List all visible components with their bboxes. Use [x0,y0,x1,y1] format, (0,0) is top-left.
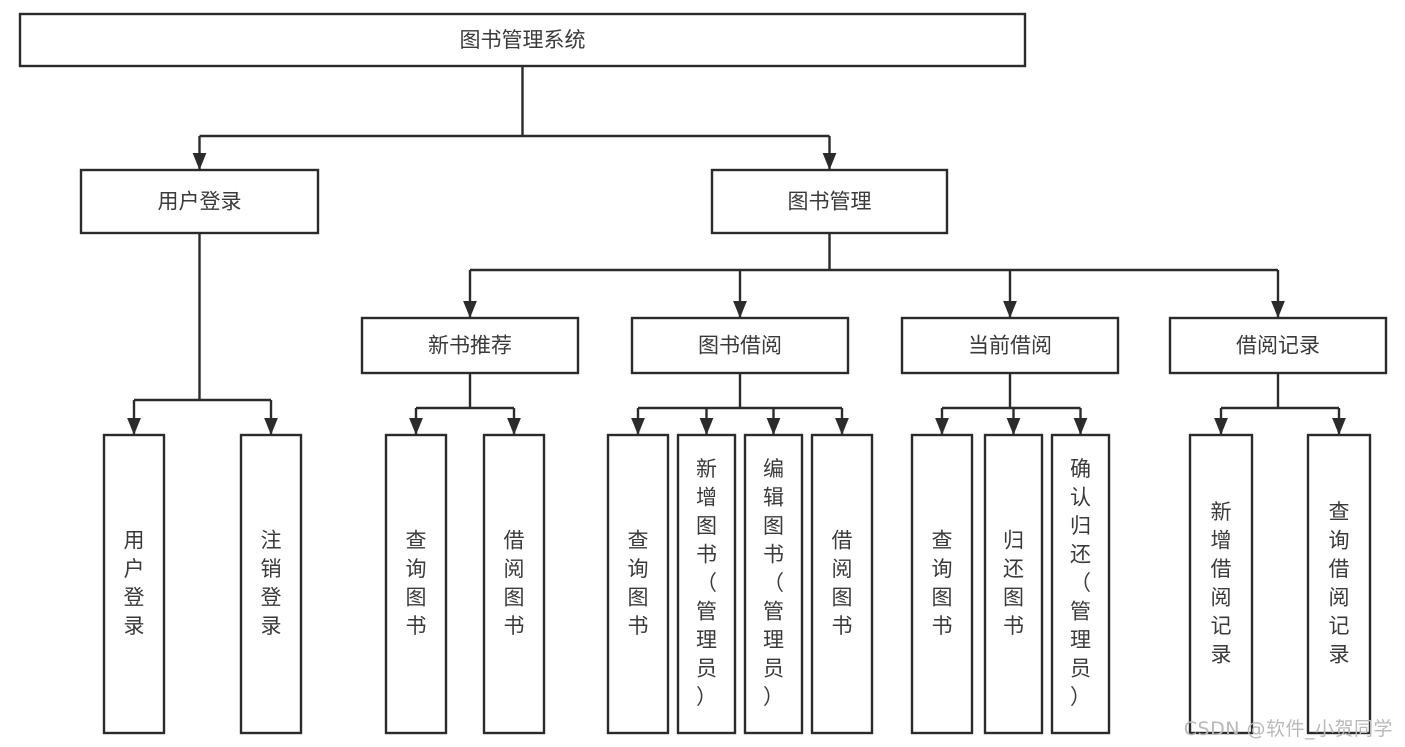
node-box [360,316,580,375]
node-box [630,316,850,375]
arrow-head-icon [1003,301,1017,318]
node-box [810,433,874,735]
node-label: 借阅记录 [1236,334,1320,358]
node-label: 图书管理系统 [460,28,586,52]
node-label: 当前借阅 [968,334,1052,358]
node-label: 查询借阅记录 [1329,500,1350,667]
node-label: 注销登录 [261,528,282,638]
node-新书推荐-l3[interactable]: 新书推荐 [360,316,580,375]
node-box [710,168,949,235]
node-label: 用户登录 [158,190,242,214]
node-box [676,433,737,735]
arrow-head-icon [1271,301,1285,318]
node-注销登录-leaf-user_login-1[interactable]: 注销登录 [239,433,303,735]
node-label: 归还图书 [1003,528,1024,638]
node-label: 编辑图书（管理员） [763,457,784,709]
node-box [239,433,303,735]
arrow-head-icon [1332,418,1346,435]
node-box [1050,433,1111,735]
node-label: 借阅图书 [832,528,853,638]
node-box [1168,316,1388,375]
node-box [482,433,546,735]
node-借阅图书-leaf-new_book_recommend-1[interactable]: 借阅图书 [482,433,546,735]
node-label: 新增图书（管理员） [696,457,717,709]
arrow-head-icon [127,418,141,435]
arrow-head-icon [699,418,714,435]
node-label: 确认归还（管理员） [1070,457,1091,709]
node-label: 查询图书 [932,528,953,638]
arrow-head-icon [463,301,477,318]
node-box [900,316,1120,375]
node-用户登录-leaf-user_login-0[interactable]: 用户登录 [102,433,166,735]
connectors-layer [127,66,1346,435]
arrow-head-icon [409,418,423,435]
node-查询借阅记录-leaf-borrow_record-1[interactable]: 查询借阅记录 [1306,433,1372,735]
node-label: 查询图书 [628,528,649,638]
node-box [102,433,166,735]
node-查询图书-leaf-book_borrow-0[interactable]: 查询图书 [606,433,670,735]
arrow-head-icon [507,418,521,435]
arrow-head-icon [1006,418,1021,435]
node-借阅记录-l3[interactable]: 借阅记录 [1168,316,1388,375]
arrow-head-icon [835,418,849,435]
node-box [1306,433,1372,735]
node-box [1188,433,1254,735]
arrow-head-icon [192,153,207,170]
arrow-head-icon [1073,418,1088,435]
arrow-head-icon [1214,418,1228,435]
node-查询图书-leaf-new_book_recommend-0[interactable]: 查询图书 [384,433,448,735]
node-归还图书-leaf-current_borrow-1[interactable]: 归还图书 [983,433,1044,735]
node-查询图书-leaf-current_borrow-0[interactable]: 查询图书 [910,433,974,735]
arrow-head-icon [822,153,837,170]
node-借阅图书-leaf-book_borrow-3[interactable]: 借阅图书 [810,433,874,735]
node-图书管理系统-root[interactable]: 图书管理系统 [18,12,1027,68]
arrow-head-icon [935,418,949,435]
node-box [18,12,1027,68]
node-label: 图书管理 [788,190,872,214]
node-新增图书管理员-leaf-book_borrow-1[interactable]: 新增图书（管理员） [676,433,737,735]
node-当前借阅-l3[interactable]: 当前借阅 [900,316,1120,375]
node-用户登录-l2[interactable]: 用户登录 [79,168,320,235]
node-label: 用户登录 [124,528,145,638]
node-box [743,433,804,735]
node-box [384,433,448,735]
node-label: 新书推荐 [428,334,512,358]
node-图书管理-l2[interactable]: 图书管理 [710,168,949,235]
nodes-layer: 图书管理系统用户登录图书管理新书推荐图书借阅当前借阅借阅记录用户登录注销登录查询… [18,12,1388,735]
node-图书借阅-l3[interactable]: 图书借阅 [630,316,850,375]
arrow-head-icon [631,418,645,435]
node-box [606,433,670,735]
node-label: 新增借阅记录 [1211,500,1232,667]
node-box [910,433,974,735]
node-label: 借阅图书 [504,528,525,638]
arrow-head-icon [766,418,781,435]
node-新增借阅记录-leaf-borrow_record-0[interactable]: 新增借阅记录 [1188,433,1254,735]
arrow-head-icon [733,301,747,318]
node-box [983,433,1044,735]
node-label: 查询图书 [406,528,427,638]
node-确认归还管理员-leaf-current_borrow-2[interactable]: 确认归还（管理员） [1050,433,1111,735]
node-box [79,168,320,235]
node-label: 图书借阅 [698,334,782,358]
node-编辑图书管理员-leaf-book_borrow-2[interactable]: 编辑图书（管理员） [743,433,804,735]
arrow-head-icon [264,418,278,435]
